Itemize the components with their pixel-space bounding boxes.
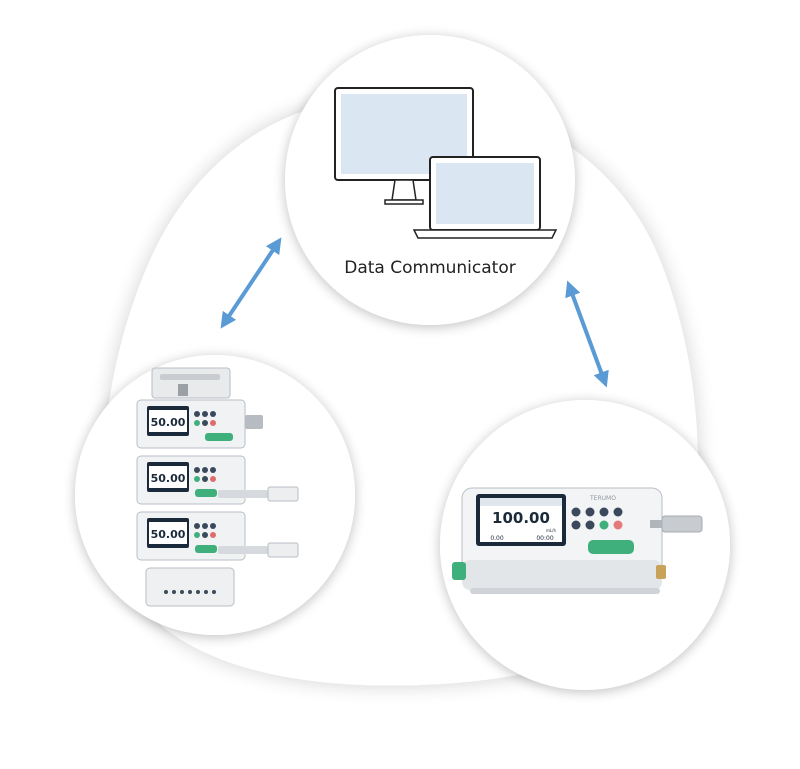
stack-base-station [145,567,235,607]
laptop-icon [412,156,558,239]
stack-pump-1-rate: 50.00 [151,416,186,429]
single-pump-brand: TERUMO [589,495,616,502]
stack-pump-2: 50.00 [136,455,299,505]
single-pump: 100.00 mL/h 0.00 00:00 TERUMO [452,487,703,594]
single-pump-volume: 0.00 [490,535,504,542]
hub-label: Data Communicator [344,258,516,278]
desktop-monitor-icon [334,87,474,205]
arrow-hub-right [565,280,609,388]
stack-pump-2-rate: 50.00 [151,472,186,485]
single-pump-keypad [571,507,623,530]
single-pump-rate: 100.00 [492,509,550,527]
single-pump-time: 00:00 [536,535,553,542]
single-pump-unit: mL/h [546,528,556,533]
stack-pump-1: 50.00 [136,399,263,449]
stack-pump-3: 50.00 [136,511,299,561]
pump-stack: 50.00 50.00 50.00 [136,367,299,607]
arrow-left-hub [220,237,282,329]
stack-pump-3-rate: 50.00 [151,528,186,541]
